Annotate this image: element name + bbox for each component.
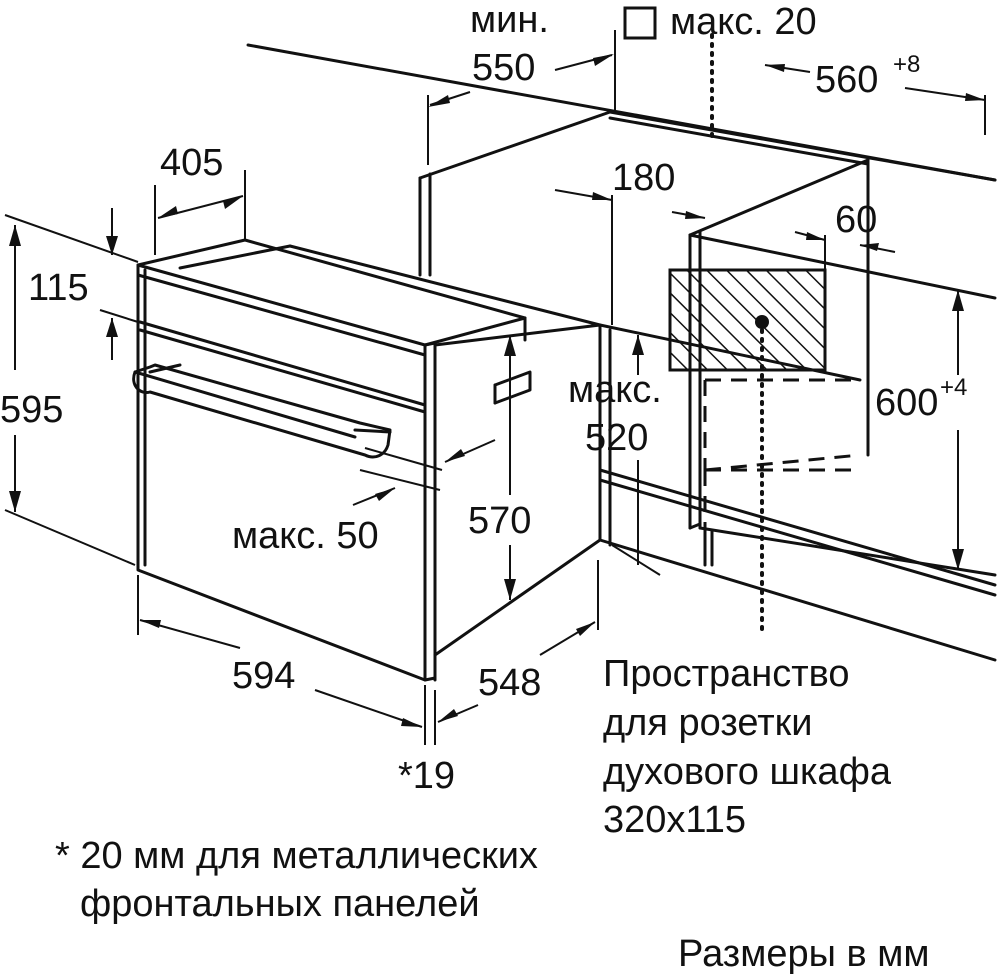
back-gap-label: 180 — [612, 157, 675, 199]
footnote: * 20 мм для металлических фронтальных па… — [55, 835, 538, 925]
oven-width-label: 594 — [232, 655, 295, 697]
body-height-label: 570 — [468, 500, 531, 542]
socket-center-dot — [755, 315, 769, 329]
footnote-line-1: * 20 мм для металлических — [55, 835, 538, 877]
oven — [132, 238, 602, 682]
top-depth-label: 405 — [160, 142, 223, 184]
socket-note: Пространство для розетки духового шкафа … — [603, 653, 892, 841]
min-label: мин. — [470, 0, 549, 41]
niche-width-tolerance: +8 — [893, 51, 920, 78]
socket-area — [668, 268, 827, 372]
max-50-label: макс. 50 — [232, 515, 379, 557]
niche-width-label: 560 — [815, 59, 878, 101]
panel-height-label: 115 — [28, 267, 89, 309]
side-gap-label: 60 — [835, 199, 877, 241]
gap-square-icon — [623, 6, 657, 40]
socket-note-line-4: 320x115 — [603, 799, 746, 841]
oven-depth-label: 548 — [478, 662, 541, 704]
max-label: макс. — [568, 369, 662, 411]
oven-height-label: 595 — [0, 389, 63, 431]
socket-note-line-2: для розетки — [603, 702, 812, 744]
units-note: Размеры в мм — [678, 933, 929, 974]
niche-height-label: 600 — [875, 382, 938, 424]
cabinet-niche — [246, 33, 997, 662]
min-depth-label: 550 — [472, 47, 535, 89]
max-depth-label: 520 — [585, 417, 648, 459]
niche-height-tolerance: +4 — [940, 374, 967, 401]
gap-max-label: макс. 20 — [670, 1, 817, 43]
dimension-lines — [4, 6, 986, 745]
socket-note-line-3: духового шкафа — [603, 751, 892, 793]
socket-note-line-1: Пространство — [603, 653, 850, 695]
front-thickness-label: *19 — [398, 755, 455, 797]
dimension-labels: мин. 550 макс. 20 560 +8 405 180 60 115 … — [0, 0, 967, 797]
footnote-line-2: фронтальных панелей — [80, 883, 480, 925]
